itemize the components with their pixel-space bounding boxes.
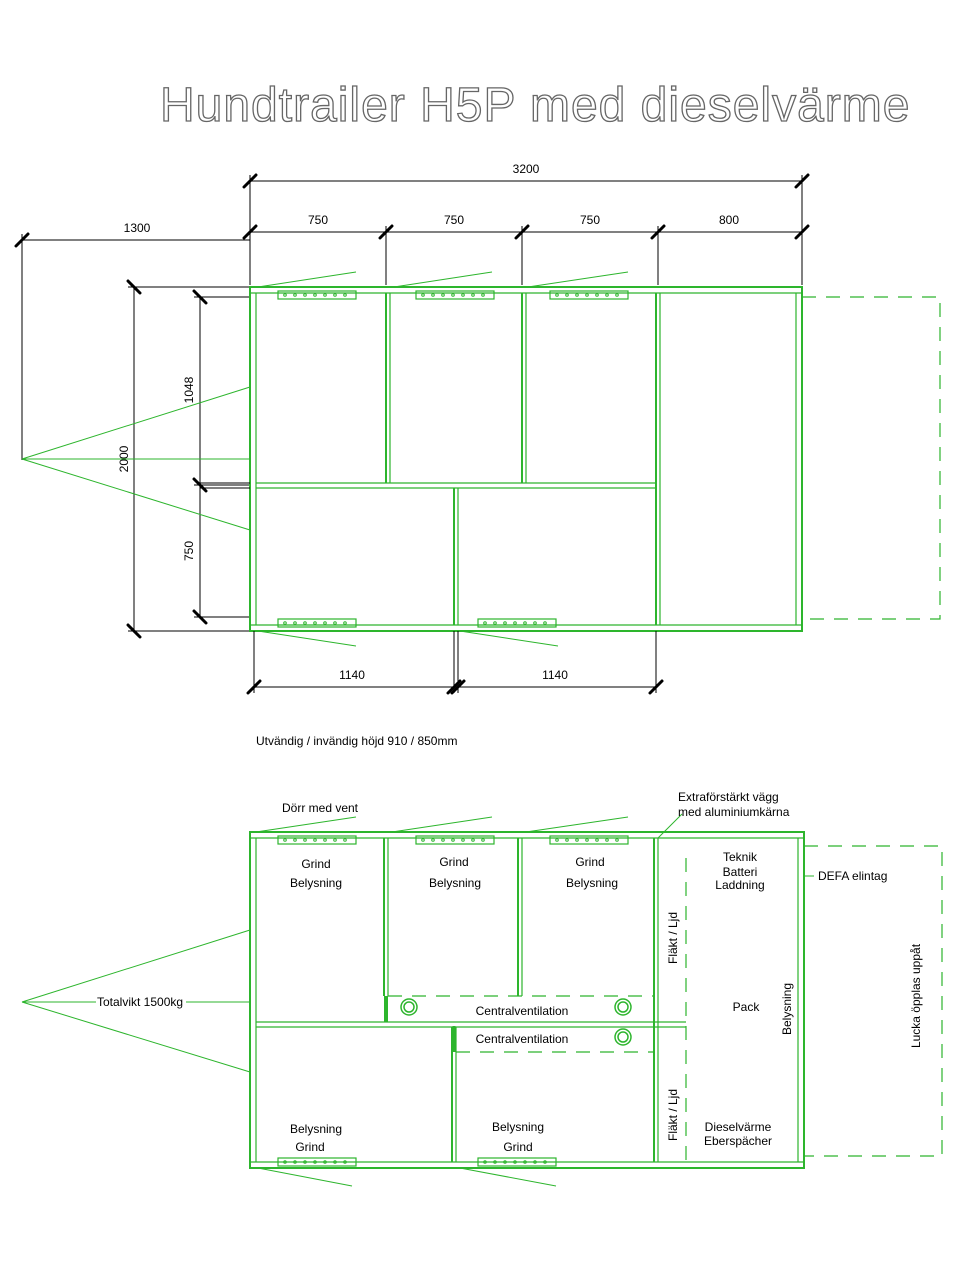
- label-flakt-1: Fläkt / Ljd: [666, 912, 680, 964]
- dim-label-1048: 1048: [182, 376, 196, 403]
- label-centralventilation-1: Centralventilation: [476, 1004, 569, 1018]
- label-laddning: Laddning: [715, 878, 764, 892]
- label-belysning-4: Belysning: [290, 1122, 342, 1136]
- dim-lower-widths: 1140 1140: [246, 631, 664, 695]
- top-plan: 3200 750 750 750 800 1300: [14, 162, 941, 695]
- label-reinforced-2: med aluminiumkärna: [678, 805, 790, 819]
- label-flakt-2: Fläkt / Ljd: [666, 1089, 680, 1141]
- dim-label-3200: 3200: [513, 162, 540, 176]
- height-note: Utvändig / invändig höjd 910 / 850mm: [256, 734, 457, 748]
- bottom-plan: Totalvikt 1500kg Centralventilation: [21, 790, 943, 1187]
- dim-label-1140-left: 1140: [339, 668, 365, 682]
- label-reinforced-1: Extraförstärkt vägg: [678, 790, 779, 804]
- top-hatch-outline: [802, 296, 941, 620]
- dim-depths: 1048 750: [182, 289, 250, 625]
- dim-drawbar: 1300: [14, 221, 250, 460]
- dim-label-750-depth: 750: [182, 541, 196, 561]
- dim-label-1300: 1300: [124, 221, 151, 235]
- label-pack: Pack: [733, 1000, 761, 1014]
- label-grind-5: Grind: [503, 1140, 532, 1154]
- label-belysning-1: Belysning: [290, 876, 342, 890]
- label-belysning-side: Belysning: [780, 983, 794, 1035]
- label-batteri: Batteri: [723, 865, 758, 879]
- label-centralventilation-2: Centralventilation: [476, 1032, 569, 1046]
- dim-segments: 750 750 750 800: [242, 213, 810, 285]
- label-belysning-3: Belysning: [566, 876, 618, 890]
- dim-label-seg2: 750: [444, 213, 464, 227]
- label-door-vent: Dörr med vent: [282, 801, 359, 815]
- label-belysning-5: Belysning: [492, 1120, 544, 1134]
- label-belysning-2: Belysning: [429, 876, 481, 890]
- label-dieselvarme: Dieselvärme: [705, 1120, 772, 1134]
- dim-label-seg4: 800: [719, 213, 739, 227]
- page-title: Hundtrailer H5P med dieselvärme: [159, 78, 911, 132]
- label-grind-1: Grind: [301, 857, 330, 871]
- bottom-hatch-outline: [804, 845, 943, 1157]
- label-eberspacher: Eberspächer: [704, 1134, 772, 1148]
- label-defa: DEFA elintag: [818, 869, 887, 883]
- dim-label-1140-right: 1140: [542, 668, 568, 682]
- dim-label-seg3: 750: [580, 213, 600, 227]
- drawbar-triangle: [21, 386, 251, 531]
- label-grind-3: Grind: [575, 855, 604, 869]
- label-grind-2: Grind: [439, 855, 468, 869]
- dim-label-seg1: 750: [308, 213, 328, 227]
- label-lucka: Lucka öpplas uppåt: [909, 943, 923, 1048]
- label-totalvikt: Totalvikt 1500kg: [97, 995, 183, 1009]
- label-teknik: Teknik: [723, 850, 758, 864]
- label-grind-4: Grind: [295, 1140, 324, 1154]
- top-outer-wall: [249, 286, 803, 632]
